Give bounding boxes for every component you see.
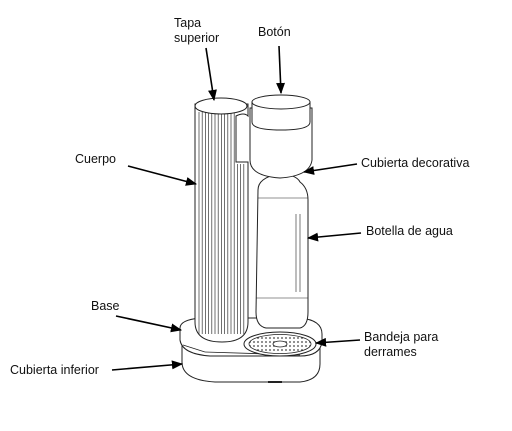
label-cubierta-inferior: Cubierta inferior: [10, 363, 99, 377]
water-bottle: [255, 173, 309, 329]
arrow-cubierta-decorativa: [302, 163, 358, 175]
label-bandeja: Bandeja para derrames: [364, 330, 438, 360]
label-boton: Botón: [258, 25, 291, 39]
arrow-boton: [276, 45, 286, 95]
label-tapa-superior-text: Tapa superior: [174, 16, 220, 45]
label-cubierta-decorativa: Cubierta decorativa: [361, 156, 470, 170]
arrow-bandeja: [314, 337, 361, 347]
label-tapa-superior: Tapa superior: [174, 16, 219, 46]
top-cap: [194, 97, 248, 115]
arrow-botella: [306, 232, 362, 242]
arrow-tapa-superior: [205, 47, 217, 102]
arrow-base: [115, 315, 183, 333]
label-bandeja-text: Bandeja para derrames: [364, 330, 439, 359]
drip-tray: [243, 331, 317, 357]
button-top: [251, 94, 311, 131]
label-base: Base: [91, 299, 120, 313]
body-column: [194, 97, 249, 343]
arrow-cuerpo: [127, 165, 198, 186]
label-botella-de-agua: Botella de agua: [366, 224, 453, 238]
label-cuerpo: Cuerpo: [75, 152, 116, 166]
arrow-cubierta-inferior: [111, 360, 184, 371]
